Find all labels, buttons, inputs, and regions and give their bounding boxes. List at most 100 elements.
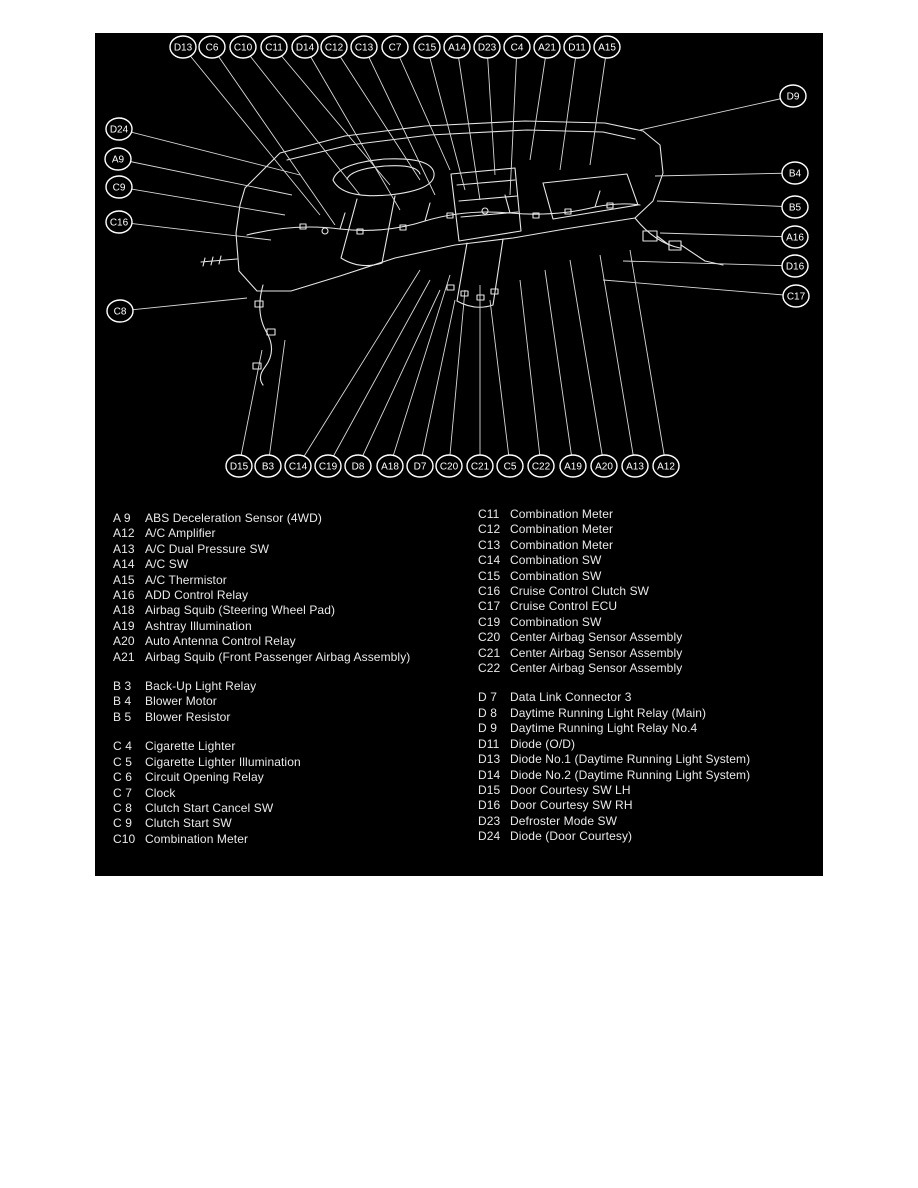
- legend-name: Daytime Running Light Relay No.4: [510, 721, 698, 736]
- callout-label-d7: D7: [414, 462, 427, 473]
- legend-code: A 9: [113, 511, 131, 525]
- callout-label-c13: C13: [355, 43, 374, 54]
- legend-code: C21: [478, 645, 501, 660]
- legend-name: Combination Meter: [145, 831, 249, 846]
- callout-label-a14: A14: [448, 43, 466, 54]
- leader-line-c6: [211, 46, 336, 226]
- leader-line-c7: [394, 46, 451, 171]
- leader-line-a19: [544, 269, 574, 467]
- legend-name: ABS Deceleration Sensor (4WD): [145, 511, 322, 525]
- leader-line-c20: [448, 289, 466, 467]
- callout-bubble-a16: [781, 225, 809, 249]
- legend-code: D11: [478, 736, 500, 751]
- leader-line-a20: [569, 259, 605, 467]
- callout-label-b4: B4: [789, 169, 802, 180]
- callout-bubble-c19: [314, 454, 342, 478]
- callout-label-a13: A13: [626, 462, 644, 473]
- callout-label-d11: D11: [568, 43, 586, 54]
- legend-name: Combination Meter: [510, 507, 614, 521]
- callout-bubble-c13: [350, 35, 378, 59]
- callout-bubble-c6: [198, 35, 226, 59]
- leader-line-d16: [622, 260, 796, 267]
- legend-name: Daytime Running Light Relay (Main): [510, 705, 707, 720]
- legend-code: C16: [478, 584, 501, 599]
- callout-label-c17: C17: [787, 292, 806, 303]
- legend-code: B 4: [113, 694, 132, 709]
- leader-line-d7: [419, 299, 456, 467]
- legend-code: C11: [478, 507, 500, 521]
- legend-name: Diode (Door Courtesy): [510, 829, 633, 844]
- legend-code: C 4: [113, 739, 132, 754]
- callout-bubble-c8: [106, 299, 134, 323]
- callout-bubble-c11: [260, 35, 288, 59]
- dashboard-line-art: [200, 120, 724, 386]
- legend-code: A16: [113, 588, 135, 603]
- callout-bubble-c7: [381, 35, 409, 59]
- callout-bubble-d15: [225, 454, 253, 478]
- legend-code: C15: [478, 568, 501, 583]
- leader-line-b5: [656, 200, 796, 208]
- legend-code: A12: [113, 526, 135, 541]
- legend-name: A/C Thermistor: [145, 572, 227, 587]
- legend-name: Center Airbag Sensor Assembly: [510, 630, 683, 645]
- callout-label-c19: C19: [319, 462, 338, 473]
- leader-line-c11: [273, 46, 391, 186]
- legend-code: C17: [478, 599, 501, 614]
- callout-bubble-d13: [169, 35, 197, 59]
- legend-name: Diode No.1 (Daytime Running Light System…: [510, 752, 751, 767]
- legend-code: C 8: [113, 800, 132, 815]
- callout-label-c6: C6: [206, 43, 219, 54]
- legend-name: Circuit Opening Relay: [145, 770, 264, 785]
- callout-bubble-c15: [413, 35, 441, 59]
- legend-name: Clutch Start Cancel SW: [145, 800, 274, 815]
- legend-name: Combination Meter: [510, 537, 614, 552]
- legend-entry: A 9 ABS Deceleration Sensor (4WD): [113, 511, 410, 526]
- legend-name: Center Airbag Sensor Assembly: [510, 645, 683, 660]
- callout-label-d14: D14: [296, 43, 315, 54]
- legend-code: D13: [478, 752, 501, 767]
- callout-bubble-c21: [466, 454, 494, 478]
- callout-bubble-b4: [781, 161, 809, 185]
- legend-code: A14: [113, 557, 135, 572]
- callout-label-d23: D23: [478, 43, 497, 54]
- leader-line-a18: [389, 274, 451, 467]
- callout-bubble-a9: [104, 147, 132, 171]
- legend-name: Airbag Squib (Steering Wheel Pad): [145, 603, 336, 618]
- legend-code: C20: [478, 630, 501, 645]
- legend-code: C 7: [113, 785, 132, 800]
- leader-line-d11: [559, 46, 578, 171]
- legend-code: B 5: [113, 709, 132, 724]
- callout-leader-lines: [117, 46, 797, 467]
- legend-code: A15: [113, 572, 135, 587]
- legend-name: Combination SW: [510, 553, 602, 568]
- callout-label-c8: C8: [114, 307, 127, 318]
- callout-label-d9: D9: [787, 92, 800, 103]
- callout-bubble-c4: [503, 35, 531, 59]
